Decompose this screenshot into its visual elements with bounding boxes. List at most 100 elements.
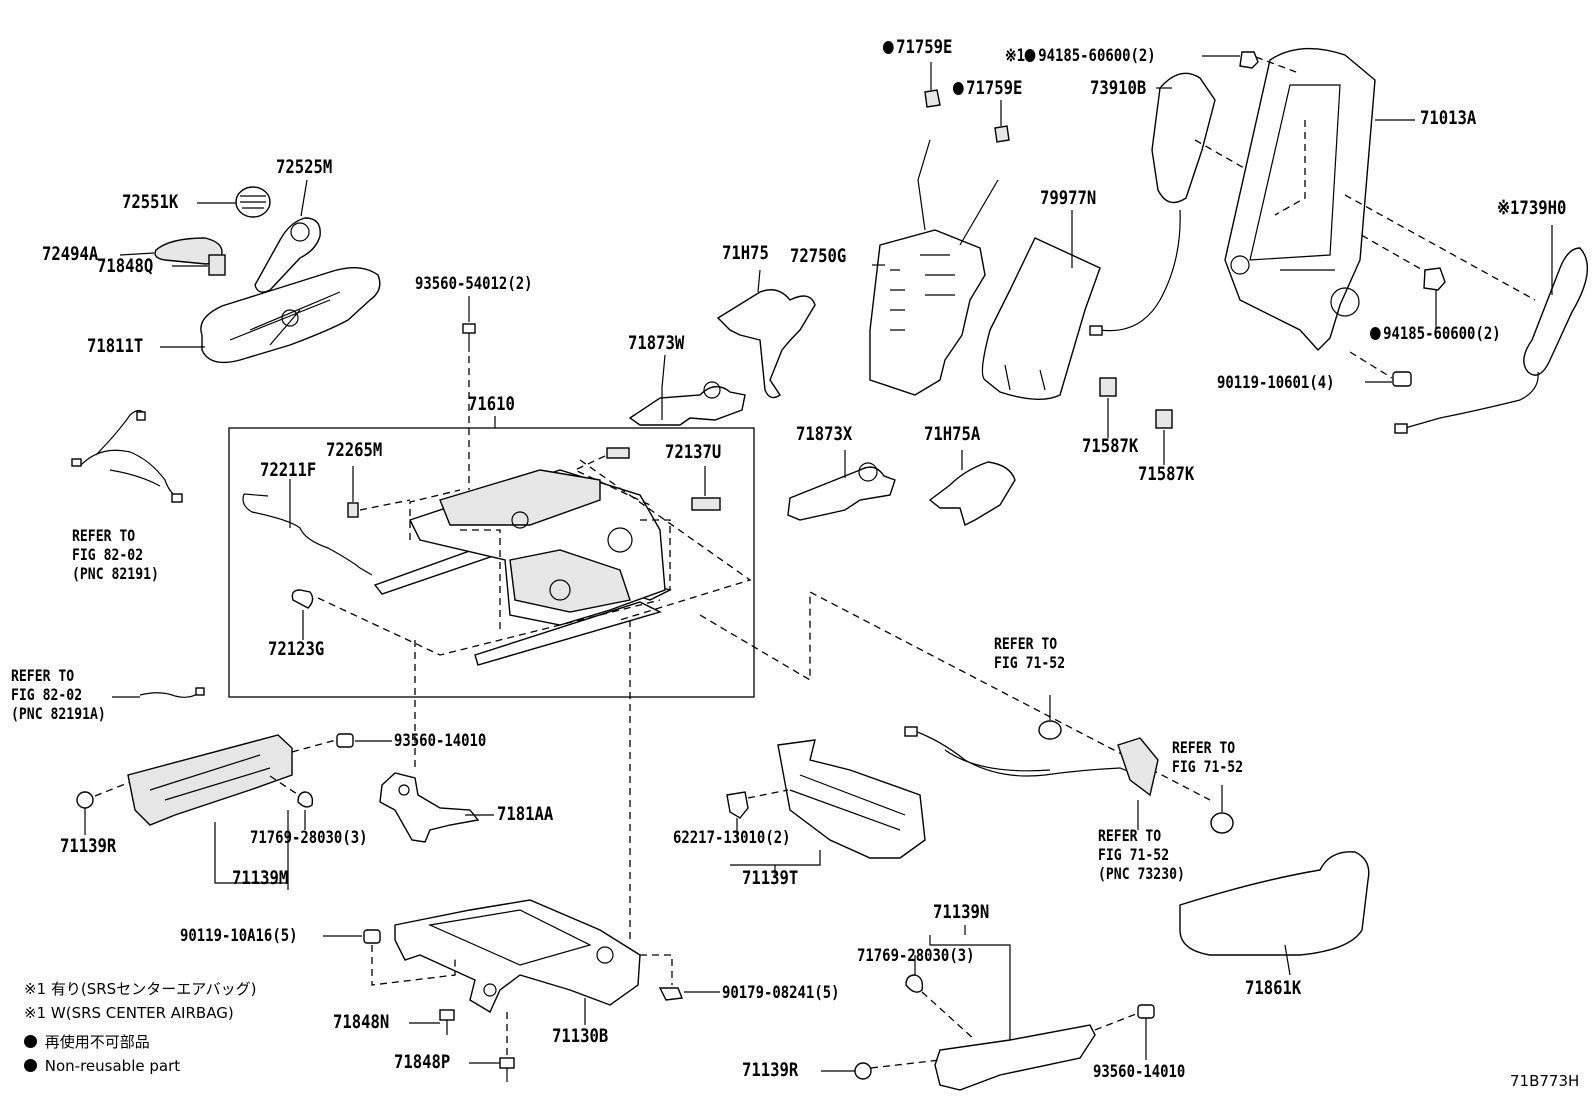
non-reusable-dot-icon [1370, 327, 1381, 340]
label-71873W[interactable]: 71873W [628, 332, 685, 354]
label-72750G[interactable]: 72750G [790, 245, 847, 267]
label-71587K-b[interactable]: 71587K [1138, 463, 1195, 485]
label-739H0[interactable]: ※1739H0 [1497, 197, 1567, 219]
bolt-93560-54012 [462, 323, 476, 352]
wire-harness-82191 [71, 409, 183, 503]
label-93560-14010-b[interactable]: 93560-14010 [1093, 1062, 1186, 1082]
label-71759E-b[interactable]: 71759E [953, 78, 1022, 98]
wire-harness-73230 [904, 726, 1159, 797]
clip-71769-a [297, 791, 314, 808]
label-72211F[interactable]: 72211F [260, 459, 317, 481]
clip-71759E-a [924, 89, 941, 108]
legend-option-jp: ※1 有り(SRSセンターエアバッグ) [24, 980, 257, 998]
label-72123G[interactable]: 72123G [268, 638, 325, 660]
bolt-90119-10601 [1392, 371, 1412, 387]
bolt-90119-10A16 [363, 929, 381, 944]
label-72137U[interactable]: 72137U [665, 441, 722, 463]
knob-72551K [235, 186, 271, 218]
label-71139R-b[interactable]: 71139R [742, 1059, 799, 1081]
label-71H75[interactable]: 71H75 [722, 242, 769, 264]
refer-71-52-b[interactable]: REFER TO FIG 71-52 [1172, 738, 1243, 776]
refer-line: REFER TO [994, 634, 1058, 653]
nut-94185-mid [1423, 267, 1446, 291]
label-71848N[interactable]: 71848N [333, 1011, 390, 1033]
label-71811T[interactable]: 71811T [87, 335, 144, 357]
label-62217-13010[interactable]: 62217-13010(2) [673, 828, 791, 848]
label-72551K[interactable]: 72551K [122, 191, 179, 213]
refer-line: FIG 82-02 [72, 545, 144, 564]
bracket-7181AA [379, 772, 480, 843]
non-reusable-dot-icon [24, 1035, 37, 1048]
bolt-71139R-b [854, 1062, 872, 1080]
seatback-frame-71013A [1224, 47, 1376, 352]
label-71013A[interactable]: 71013A [1420, 107, 1477, 129]
label-71139N[interactable]: 71139N [933, 901, 990, 923]
label-71759E-a[interactable]: 71759E [883, 37, 952, 57]
label-71769-28030-b[interactable]: 71769-28030(3) [857, 946, 975, 966]
nut-94185-top [1239, 51, 1259, 69]
refer-line: REFER TO [72, 526, 136, 545]
label-71848P[interactable]: 71848P [394, 1051, 451, 1073]
pad-79977N [981, 237, 1101, 400]
cover-71139T [777, 739, 926, 859]
cover-71861K [1179, 851, 1370, 956]
label-71139R-a[interactable]: 71139R [60, 835, 117, 857]
refer-71-52-a[interactable]: REFER TO FIG 71-52 [994, 634, 1065, 672]
figure-id: 71B773H [1510, 1072, 1580, 1090]
label-71848Q[interactable]: 71848Q [97, 255, 154, 277]
label-71139T[interactable]: 71139T [742, 867, 799, 889]
label-71139M[interactable]: 71139M [232, 867, 289, 889]
cover-71139M [127, 734, 293, 826]
cover-71873X [787, 462, 896, 521]
label-7181AA[interactable]: 7181AA [497, 803, 554, 825]
label-71769-28030-a[interactable]: 71769-28030(3) [250, 828, 368, 848]
cover-71139N [934, 1024, 1096, 1091]
label-90119-10601[interactable]: 90119-10601(4) [1217, 373, 1335, 393]
clip-71587K-a [1099, 377, 1117, 397]
clip-72123G [291, 589, 314, 609]
non-reusable-dot-icon [24, 1059, 37, 1072]
refer-line: REFER TO [1172, 738, 1236, 757]
label-94185-60600-mid[interactable]: 94185-60600(2) [1370, 324, 1501, 344]
label-73910B[interactable]: 73910B [1090, 77, 1147, 99]
refer-line: (PNC 82191) [72, 564, 159, 583]
label-93560-14010-a[interactable]: 93560-14010 [394, 731, 487, 751]
refer-82191A[interactable]: REFER TO FIG 82-02 (PNC 82191A) [11, 666, 106, 723]
wire-72211F [242, 493, 373, 576]
grommet-1 [1038, 720, 1062, 740]
frame-71130B [394, 899, 641, 1014]
clip-72137U [606, 447, 721, 511]
refer-line: FIG 71-52 [1172, 757, 1244, 776]
label-71130B[interactable]: 71130B [552, 1025, 609, 1047]
label-71873X[interactable]: 71873X [796, 423, 853, 445]
refer-73230[interactable]: REFER TO FIG 71-52 (PNC 73230) [1098, 826, 1185, 883]
label-93560-54012[interactable]: 93560-54012(2) [415, 274, 533, 294]
label-72494A[interactable]: 72494A [42, 243, 99, 265]
seat-track-assembly [373, 469, 672, 666]
label-71H75A[interactable]: 71H75A [924, 423, 981, 445]
refer-line: FIG 82-02 [11, 685, 83, 704]
label-90179-08241[interactable]: 90179-08241(5) [722, 983, 840, 1003]
label-79977N[interactable]: 79977N [1040, 187, 1097, 209]
label-71587K-a[interactable]: 71587K [1082, 435, 1139, 457]
label-72265M[interactable]: 72265M [326, 439, 383, 461]
label-71861K[interactable]: 71861K [1245, 977, 1302, 999]
label-90119-10A16[interactable]: 90119-10A16(5) [180, 926, 298, 946]
bolt-71848P [499, 1057, 515, 1082]
non-reusable-dot-icon [953, 82, 964, 95]
bracket-71H75A [928, 461, 1016, 527]
refer-82191[interactable]: REFER TO FIG 82-02 (PNC 82191) [72, 526, 159, 583]
label-72525M[interactable]: 72525M [276, 156, 333, 178]
lever-72494A [154, 237, 223, 265]
airbag-739H0 [1394, 247, 1589, 434]
bolt-93560-14010-a [336, 733, 354, 748]
refer-line: FIG 71-52 [994, 653, 1066, 672]
nut-90179 [658, 987, 683, 1001]
label-71610[interactable]: 71610 [468, 393, 515, 415]
bolt-71139R-a [76, 791, 94, 835]
clip-71759E-b [994, 125, 1010, 143]
legend-option-en: ※1 W(SRS CENTER AIRBAG) [24, 1004, 234, 1022]
legend-nonreusable-jp: 再使用不可部品 [24, 1031, 150, 1052]
